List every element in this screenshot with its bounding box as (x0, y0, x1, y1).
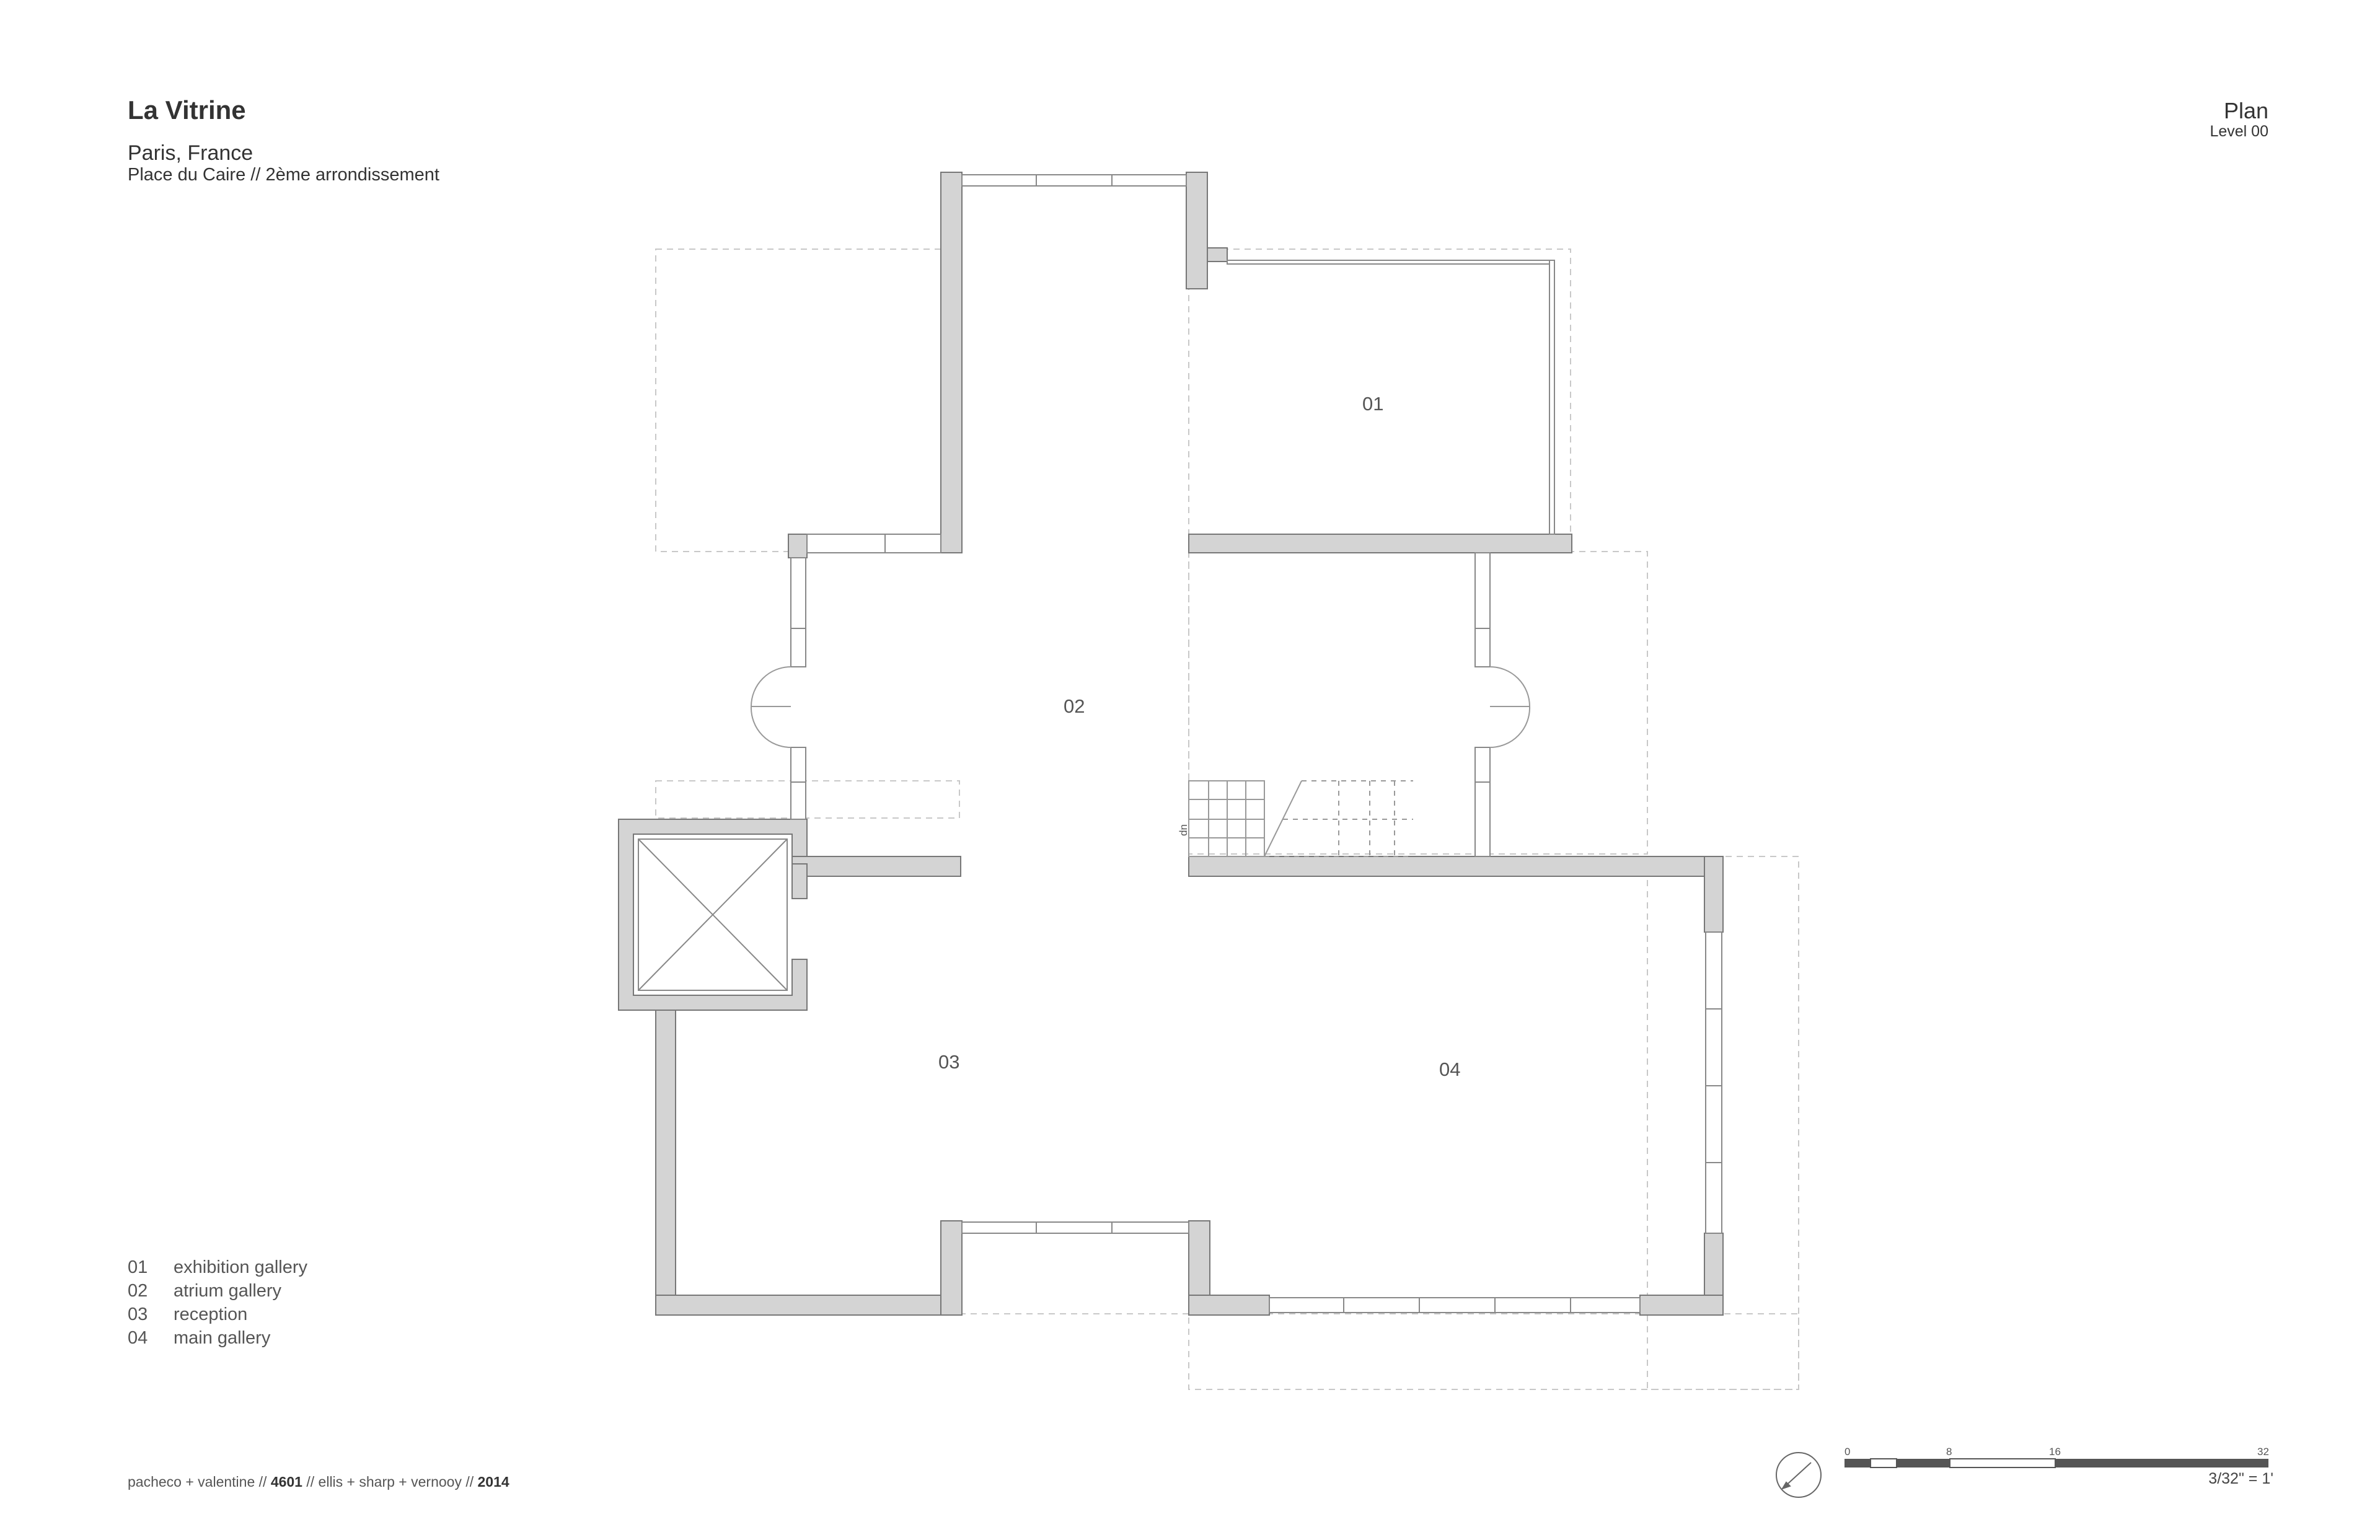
door-swings (750, 666, 1531, 748)
legend-number: 01 (128, 1257, 148, 1277)
scale-tick-32: 32 (2257, 1446, 2269, 1458)
legend-number: 03 (128, 1305, 148, 1324)
legend-name: atrium gallery (174, 1281, 282, 1301)
legend-number: 04 (128, 1328, 148, 1348)
legend-item: 02 atrium gallery (128, 1279, 307, 1303)
scale-ratio: 3/32" = 1' (2208, 1470, 2273, 1487)
room-label-02: 02 (1064, 695, 1085, 717)
room-labels: 01 02 03 04 (938, 393, 1460, 1080)
room-label-04: 04 (1439, 1058, 1460, 1080)
scale-tick-0: 0 (1844, 1446, 1850, 1458)
legend-number: 02 (128, 1281, 148, 1301)
legend-item: 04 main gallery (128, 1326, 307, 1350)
scale-tick-16: 16 (2049, 1446, 2061, 1458)
legend-name: main gallery (174, 1328, 271, 1348)
scale-tick-8: 8 (1946, 1446, 1952, 1458)
scale-bar: 0 8 16 32 (1844, 1446, 2269, 1468)
windows (790, 174, 1722, 1313)
room-label-03: 03 (938, 1051, 959, 1073)
stair-label: up (1179, 824, 1191, 836)
credits: pacheco + valentine // 4601 // ellis + s… (128, 1474, 509, 1490)
sheet-title: Plan (2223, 98, 2268, 123)
legend-name: reception (174, 1305, 248, 1324)
north-arrow-icon (1776, 1452, 1822, 1498)
lift-shaft (638, 838, 788, 991)
project-city: Paris, France (128, 141, 253, 165)
project-address: Place du Caire // 2ème arrondissement (128, 165, 439, 185)
credits-year: 2014 (477, 1474, 509, 1490)
walls (618, 172, 1724, 1316)
room-legend: 01 exhibition gallery 02 atrium gallery … (128, 1256, 307, 1350)
sheet-level: Level 00 (2210, 123, 2268, 140)
credits-instructors: // ellis + sharp + vernooy // (306, 1474, 474, 1490)
stair (1188, 780, 1413, 857)
legend-name: exhibition gallery (174, 1257, 308, 1277)
credits-authors: pacheco + valentine // (128, 1474, 267, 1490)
legend-item: 03 reception (128, 1303, 307, 1326)
legend-item: 01 exhibition gallery (128, 1256, 307, 1279)
credits-course: 4601 (270, 1474, 302, 1490)
room-label-01: 01 (1362, 393, 1383, 415)
project-title: La Vitrine (128, 95, 246, 125)
